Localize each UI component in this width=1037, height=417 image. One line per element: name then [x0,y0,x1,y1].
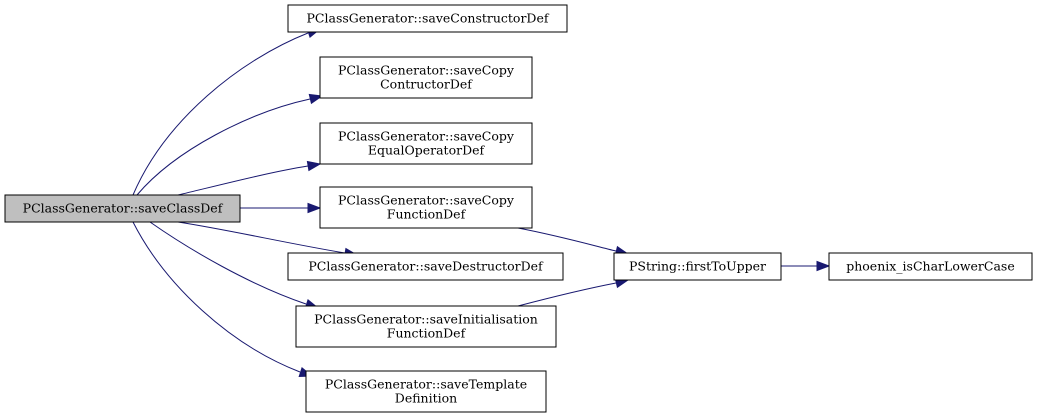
node-box[interactable] [319,186,533,229]
node-save-initialisation-function-def[interactable]: PClassGenerator::saveInitialisationFunct… [295,305,557,348]
node-box[interactable] [295,305,557,348]
node-box[interactable] [319,56,533,99]
node-label: PClassGenerator::saveInitialisation [314,312,538,327]
edge-line [132,32,309,196]
node-save-copy-equal-operator-def[interactable]: PClassGenerator::saveCopyEqualOperatorDe… [319,122,533,165]
node-box[interactable] [305,370,547,413]
node-label: Definition [395,391,457,406]
edge-line [149,221,307,305]
node-save-destructor-def[interactable]: PClassGenerator::saveDestructorDef [287,252,564,281]
node-save-constructor-def[interactable]: PClassGenerator::saveConstructorDef [287,4,568,33]
node-label: phoenix_isCharLowerCase [846,259,1015,274]
node-first-to-upper[interactable]: PString::firstToUpper [613,252,782,281]
edge-saveClassDef-to-saveTemplateDefinition [132,221,314,378]
edge-saveClassDef-to-saveCopyFunctionDef [240,202,322,214]
arrow-head-icon [816,260,831,272]
node-is-char-lower-case[interactable]: phoenix_isCharLowerCase [828,252,1033,281]
node-box[interactable] [613,252,782,281]
node-label: FunctionDef [387,207,467,222]
node-box[interactable] [319,122,533,165]
node-label: PClassGenerator::saveCopy [338,193,515,208]
node-label: PClassGenerator::saveCopy [338,63,515,78]
node-box[interactable] [287,4,568,33]
node-label: FunctionDef [387,326,467,341]
node-save-class-def[interactable]: PClassGenerator::saveClassDef [4,194,241,223]
edge-saveClassDef-to-saveCopyEqualOperatorDef [177,160,322,196]
node-label: PClassGenerator::saveConstructorDef [307,11,550,26]
edge-line [517,227,617,252]
edge-line [517,282,617,307]
arrow-head-icon [307,202,322,214]
node-label: PClassGenerator::saveCopy [338,129,515,144]
node-label: PClassGenerator::saveTemplate [325,377,527,392]
edge-saveClassDef-to-saveCopyContructorDef [136,93,324,196]
edge-line [177,221,346,254]
node-box[interactable] [4,194,241,223]
edge-line [136,98,311,196]
edge-line [177,165,309,196]
node-label: ContructorDef [380,77,473,92]
edge-saveClassDef-to-saveConstructorDef [132,27,322,196]
node-label: PClassGenerator::saveDestructorDef [308,259,544,274]
edge-saveCopyFunctionDef-to-firstToUpper [517,227,630,257]
node-label: EqualOperatorDef [368,143,486,158]
edge-line [132,221,301,373]
node-label: PString::firstToUpper [629,259,766,274]
arrow-head-icon [306,160,322,172]
edge-firstToUpper-to-isCharLowerCase [781,260,831,272]
arrow-head-icon [308,93,324,105]
edge-saveInitialisationFunctionDef-to-firstToUpper [517,277,630,307]
nodes-layer: PClassGenerator::saveClassDefPClassGener… [4,4,1033,413]
node-label: PClassGenerator::saveClassDef [23,201,224,216]
node-box[interactable] [287,252,564,281]
node-box[interactable] [828,252,1033,281]
